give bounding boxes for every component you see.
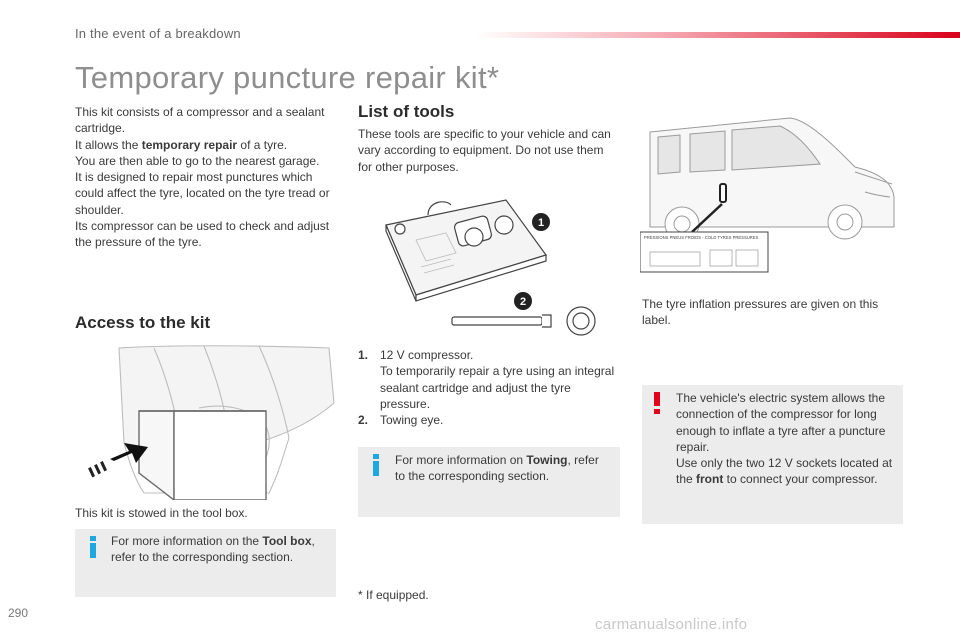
intro-line-2: It allows the temporary repair of a tyre…: [75, 137, 288, 152]
intro-line-4: It is designed to repair most punctures …: [75, 170, 330, 217]
tools-list: 1. 12 V compressor. To temporarily repai…: [358, 347, 620, 428]
intro-line-1: This kit consists of a compressor and a …: [75, 105, 325, 136]
tools-heading: List of tools: [358, 102, 455, 121]
pressure-label-caption: The tyre inflation pressures are given o…: [642, 297, 879, 328]
warning-icon: [654, 392, 660, 414]
intro-line-5: Its compressor can be used to check and …: [75, 219, 330, 250]
access-heading: Access to the kit: [75, 313, 211, 332]
tyre-label-title: PRESSIONS PNEUS FROIDS - COLD TYRES PRES…: [644, 235, 759, 240]
tool-box-info-text: For more information on the Tool box, re…: [111, 534, 315, 565]
header-accent-bar: [475, 32, 960, 38]
compressor-kit-illustration: 1 2: [385, 199, 596, 336]
intro-paragraph: This kit consists of a compressor and a …: [75, 104, 337, 251]
tools-list-item-2: 2. Towing eye.: [358, 413, 444, 428]
callout-1: 1: [538, 217, 544, 229]
seat-toolbox-illustration: [88, 345, 335, 500]
page-title: Temporary puncture repair kit*: [75, 60, 500, 95]
towing-info-text: For more information on Towing, refer to…: [395, 453, 599, 484]
page-number: 290: [8, 606, 29, 620]
watermark: carmanualsonline.info: [595, 616, 748, 633]
running-header: In the event of a breakdown: [75, 26, 241, 41]
footnote: * If equipped.: [358, 588, 429, 602]
tools-list-item-1: 1. 12 V compressor. To temporarily repai…: [358, 348, 615, 411]
tool-box-info-box: For more information on the Tool box, re…: [75, 529, 336, 597]
warning-box: The vehicle's electric system allows the…: [642, 385, 903, 524]
tools-description: These tools are specific to your vehicle…: [358, 127, 611, 174]
access-caption: This kit is stowed in the tool box.: [75, 506, 248, 520]
callout-2: 2: [520, 296, 526, 308]
van-tyre-label-illustration: PRESSIONS PNEUS FROIDS - COLD TYRES PRES…: [640, 117, 895, 273]
intro-line-3: You are then able to go to the nearest g…: [75, 153, 320, 168]
towing-info-box: For more information on Towing, refer to…: [358, 447, 620, 517]
warning-text: The vehicle's electric system allows the…: [676, 391, 893, 487]
info-icon: [90, 536, 96, 558]
info-icon: [373, 454, 379, 476]
